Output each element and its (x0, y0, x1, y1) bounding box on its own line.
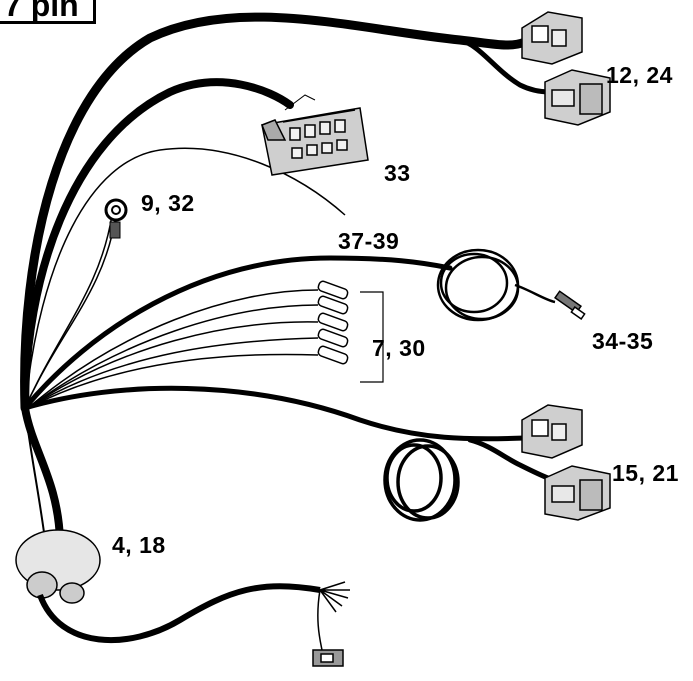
grommet (15, 407, 350, 667)
connector-33 (261, 94, 369, 176)
wire-coil-upper (436, 248, 556, 322)
wire-coil-lower (383, 438, 460, 522)
main-wire-bundle (20, 12, 553, 481)
callout-thin-wire: 37-39 (338, 228, 400, 254)
ring-terminal (104, 198, 128, 239)
callout-ring-terminal: 9, 32 (141, 190, 195, 216)
title-banner: 7 pin (0, 0, 96, 24)
spade-connector (554, 290, 586, 320)
thin-wires (24, 147, 346, 409)
callout-fuse-group: 7, 30 (372, 335, 426, 361)
callout-grommet: 4, 18 (112, 532, 166, 558)
title-text: 7 pin (4, 0, 79, 23)
connector-pair-top (521, 11, 611, 126)
callout-connector-33: 33 (384, 160, 411, 186)
connector-pair-bottom (521, 404, 611, 521)
callout-spade-connector: 34-35 (592, 328, 654, 354)
fuse-group (317, 280, 384, 383)
callout-connector-pair-bottom: 15, 21 (612, 460, 679, 486)
callout-connector-pair-top: 12, 24 (606, 62, 673, 88)
